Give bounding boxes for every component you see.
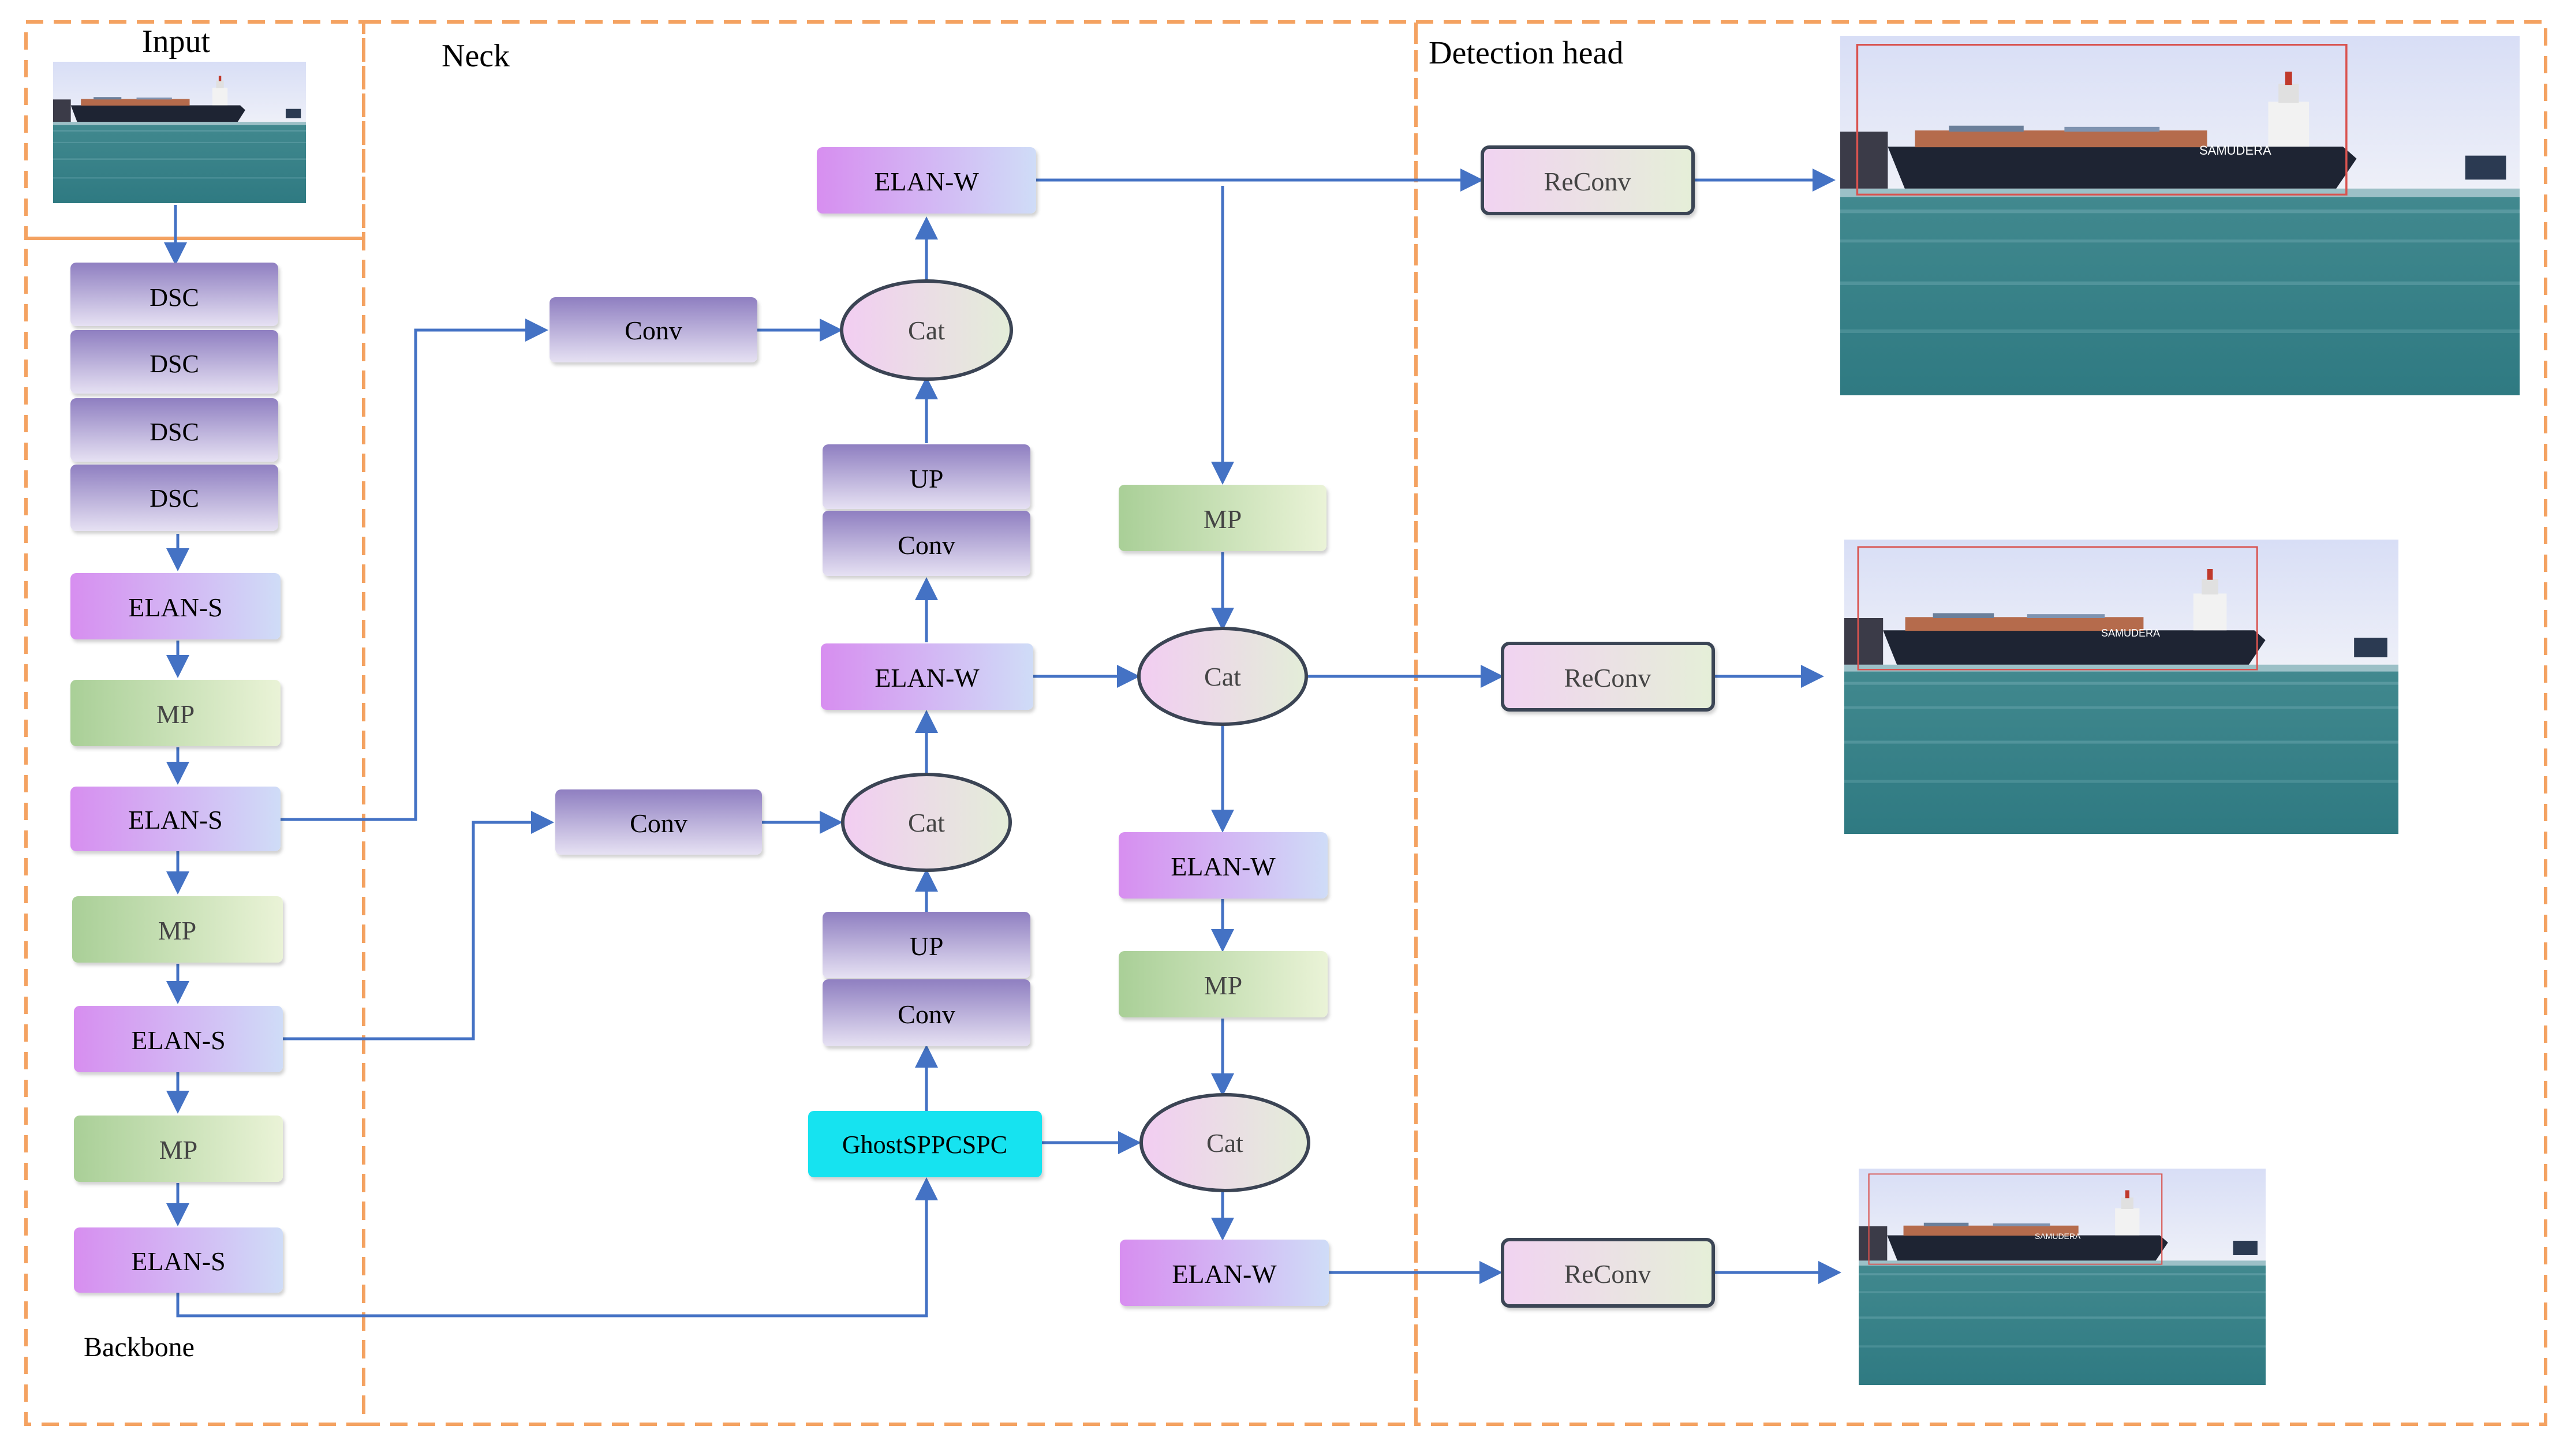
elan-s-label: ELAN-S bbox=[131, 1025, 226, 1055]
cat-bottom-node bbox=[1139, 1093, 1310, 1192]
backbone-blocks: DSC DSC DSC DSC ELAN-S MP ELAN-S MP ELAN… bbox=[70, 263, 283, 1293]
dsc-label: DSC bbox=[150, 484, 199, 512]
conv-bottom-mid-block bbox=[823, 979, 1030, 1046]
conv-top-left-label: Conv bbox=[625, 316, 682, 345]
elan-w-top-block bbox=[817, 147, 1036, 214]
arrow-elan-s2-to-conv-top bbox=[281, 319, 548, 821]
cat-top-node bbox=[840, 279, 1013, 381]
detection-head-region bbox=[1414, 20, 2547, 1426]
conv-top-left-block bbox=[550, 297, 757, 362]
cat-mid-right-label: Cat bbox=[1204, 662, 1241, 691]
dsc-block bbox=[70, 330, 278, 394]
mp-right-top-block bbox=[1119, 485, 1326, 551]
ship-name-text: SAMUDERA bbox=[2035, 1232, 2081, 1241]
mp-block bbox=[74, 1116, 283, 1182]
dsc-block bbox=[70, 398, 278, 462]
reconv-block bbox=[1501, 642, 1715, 712]
mp-block bbox=[70, 680, 281, 746]
section-boundaries bbox=[24, 20, 2547, 1426]
dsc-block bbox=[70, 465, 278, 531]
elan-w-mid-label: ELAN-W bbox=[875, 663, 980, 693]
reconv-label: ReConv bbox=[1564, 663, 1651, 693]
up-bottom-label: UP bbox=[910, 931, 944, 961]
conv-top-mid-block bbox=[823, 511, 1030, 576]
conv-mid-left-label: Conv bbox=[630, 809, 687, 838]
elan-s-block bbox=[74, 1227, 283, 1293]
up-top-block bbox=[823, 444, 1030, 509]
arrow-elan-s4-to-ghost bbox=[176, 1177, 938, 1317]
dsc-label: DSC bbox=[150, 283, 199, 312]
mp-right-bottom-label: MP bbox=[1204, 971, 1242, 1000]
elan-w-right-block bbox=[1119, 832, 1328, 899]
ship-name-text: SAMUDERA bbox=[2199, 143, 2271, 158]
ghost-sppcspc-label: GhostSPPCSPC bbox=[842, 1131, 1007, 1159]
conv-mid-left-block bbox=[555, 789, 762, 855]
elan-s-label: ELAN-S bbox=[131, 1247, 226, 1276]
ship-name-text: SAMUDERA bbox=[2101, 627, 2160, 639]
elan-w-bottom-label: ELAN-W bbox=[1172, 1259, 1277, 1289]
output-image-large: SAMUDERA bbox=[1840, 36, 2520, 395]
elan-s-label: ELAN-S bbox=[128, 593, 223, 622]
cat-top-label: Cat bbox=[908, 316, 945, 345]
cat-bottom-label: Cat bbox=[1206, 1128, 1243, 1158]
reconv-label: ReConv bbox=[1564, 1259, 1651, 1289]
up-top-label: UP bbox=[910, 464, 944, 493]
detection-head-title: Detection head bbox=[1429, 35, 1623, 71]
elan-s-block bbox=[70, 787, 281, 851]
input-image bbox=[53, 62, 306, 203]
conv-top-mid-label: Conv bbox=[898, 530, 955, 560]
elan-s-block bbox=[74, 1006, 283, 1072]
conv-bottom-mid-label: Conv bbox=[898, 1000, 955, 1029]
reconv-label: ReConv bbox=[1544, 167, 1631, 196]
mp-right-top-label: MP bbox=[1204, 504, 1242, 534]
neck-region bbox=[362, 20, 1418, 1426]
detection-head-blocks: ReConv ReConv ReConv bbox=[1481, 145, 1715, 1308]
arrow-elan-s3-to-conv-mid bbox=[283, 811, 554, 1040]
dsc-label: DSC bbox=[150, 350, 199, 378]
backbone-title: Backbone bbox=[84, 1332, 195, 1363]
elan-s-block bbox=[70, 573, 281, 639]
dsc-block bbox=[70, 263, 278, 326]
elan-w-bottom-block bbox=[1120, 1240, 1329, 1306]
elan-w-top-label: ELAN-W bbox=[874, 167, 979, 196]
neck-blocks: ELAN-W Conv Cat UP Conv ELAN-W Conv Cat … bbox=[550, 147, 1329, 1306]
input-title: Input bbox=[142, 24, 211, 59]
mp-label: MP bbox=[156, 699, 195, 729]
elan-w-right-label: ELAN-W bbox=[1171, 852, 1276, 881]
ghost-sppcspc-block bbox=[808, 1111, 1042, 1177]
cat-mid-right-node bbox=[1137, 627, 1308, 726]
output-image-small: SAMUDERA bbox=[1859, 1169, 2266, 1385]
connections bbox=[164, 169, 1841, 1317]
backbone-region bbox=[24, 237, 365, 1426]
cat-mid-left-node bbox=[841, 773, 1012, 872]
elan-w-mid-block bbox=[821, 643, 1033, 710]
up-bottom-block bbox=[823, 912, 1030, 978]
reconv-block bbox=[1481, 145, 1695, 215]
mp-block bbox=[72, 896, 283, 963]
mp-label: MP bbox=[158, 916, 196, 945]
neck-title: Neck bbox=[442, 38, 510, 74]
elan-s-label: ELAN-S bbox=[128, 805, 223, 834]
output-image-medium: SAMUDERA bbox=[1844, 540, 2398, 834]
mp-label: MP bbox=[159, 1135, 197, 1165]
dsc-label: DSC bbox=[150, 418, 199, 446]
mp-right-bottom-block bbox=[1119, 951, 1328, 1017]
reconv-block bbox=[1501, 1238, 1715, 1308]
cat-mid-left-label: Cat bbox=[908, 808, 945, 837]
